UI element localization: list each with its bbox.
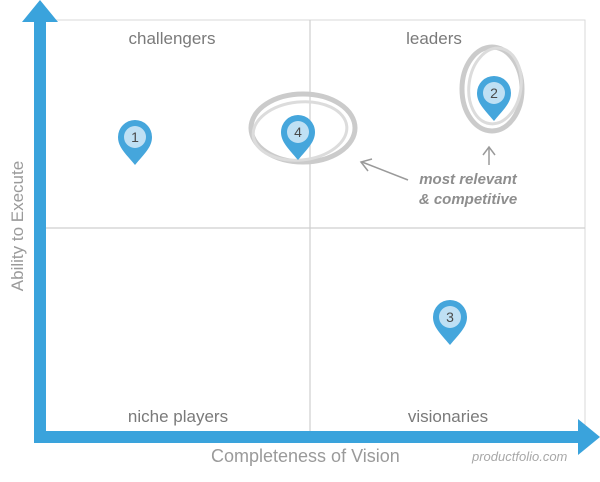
annotation-arrow-left xyxy=(359,158,409,181)
quadrant-label-challengers: challengers xyxy=(128,29,216,48)
highlight-circle-2-inner xyxy=(467,46,523,126)
x-axis-arrow xyxy=(34,419,600,455)
annotation-line-2: & competitive xyxy=(418,191,518,208)
annotation-arrow-up xyxy=(482,145,496,165)
marker-1-label: 1 xyxy=(131,129,139,145)
watermark: productfolio.com xyxy=(472,449,568,464)
annotation-line-1: most relevant xyxy=(419,171,517,188)
marker-2: 2 xyxy=(477,76,511,121)
marker-2-label: 2 xyxy=(490,85,498,101)
highlight-circle-4-inner xyxy=(251,100,349,162)
y-axis-label: Ability to Execute xyxy=(8,160,27,292)
marker-3-label: 3 xyxy=(446,309,454,325)
marker-3: 3 xyxy=(433,300,467,345)
quadrant-label-visionaries: visionaries xyxy=(407,407,489,426)
annotation-text: most relevant & competitive xyxy=(402,170,534,210)
quadrant-label-leaders: leaders xyxy=(406,29,462,48)
highlight-circle-4 xyxy=(248,91,358,165)
y-axis-arrow xyxy=(22,0,58,442)
quadrant-label-niche-players: niche players xyxy=(127,407,229,426)
marker-1: 1 xyxy=(118,120,152,165)
marker-4-label: 4 xyxy=(294,124,302,140)
marker-4: 4 xyxy=(281,115,315,160)
x-axis-label: Completeness of Vision xyxy=(211,446,400,466)
